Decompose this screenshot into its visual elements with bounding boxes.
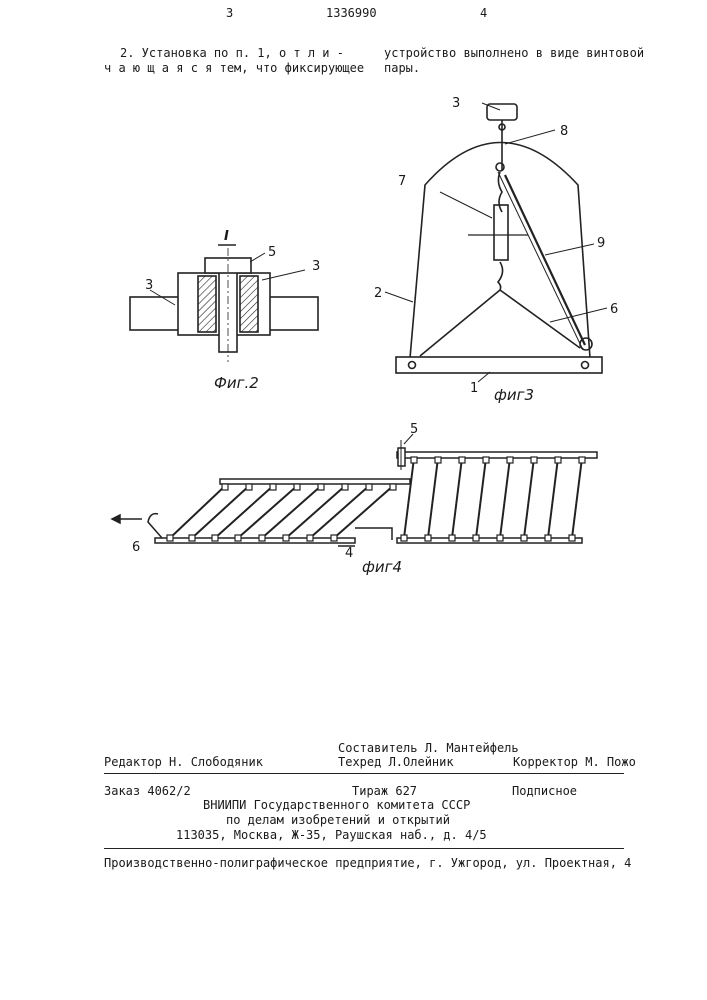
fig4-label-6: 6 (132, 540, 140, 555)
editor-line: Редактор Н. Слободяник (104, 755, 263, 770)
fig4-label-4: 4 (345, 546, 353, 561)
fig2-label-5: 5 (268, 245, 276, 260)
fig3-label-8: 8 (560, 124, 568, 139)
footer-rule-top (104, 773, 624, 774)
fig3-drawing (385, 103, 607, 382)
fig4-caption: фиг4 (362, 558, 402, 576)
fig3-label-9: 9 (597, 236, 605, 251)
fig2-caption: Фиг.2 (214, 374, 259, 392)
fig3-label-2: 2 (374, 286, 382, 301)
org-line-1: ВНИИПИ Государственного комитета СССР (203, 798, 470, 813)
circulation-line: Тираж 627 (352, 784, 417, 799)
figures-drawing: I 5 3 3 Фиг.2 3 8 7 (0, 0, 707, 620)
order-line: Заказ 4062/2 (104, 784, 191, 799)
fig3-caption: фиг3 (494, 386, 534, 404)
fig2-drawing (130, 245, 318, 362)
fig2-label-3-left: 3 (145, 278, 153, 293)
fig2-label-3-right: 3 (312, 259, 320, 274)
fig3-label-3: 3 (452, 96, 460, 111)
techred-line: Техред Л.Олейник (338, 755, 454, 770)
printer-line: Производственно-полиграфическое предприя… (104, 856, 631, 871)
org-line-2: по делам изобретений и открытий (226, 813, 450, 828)
fig3-label-7: 7 (398, 174, 406, 189)
fig4-label-5: 5 (410, 422, 418, 437)
fig2-detail-mark: I (224, 229, 229, 244)
corrector-line: Корректор М. Пожо (513, 755, 636, 770)
fig4-drawing (112, 434, 597, 546)
org-line-3: 113035, Москва, Ж-35, Раушская наб., д. … (176, 828, 487, 843)
fig3-label-6: 6 (610, 302, 618, 317)
fig3-label-1: 1 (470, 381, 478, 396)
compiler-line: Составитель Л. Мантейфель (338, 741, 519, 756)
subscription-line: Подписное (512, 784, 577, 799)
footer-rule-bottom (104, 848, 624, 849)
